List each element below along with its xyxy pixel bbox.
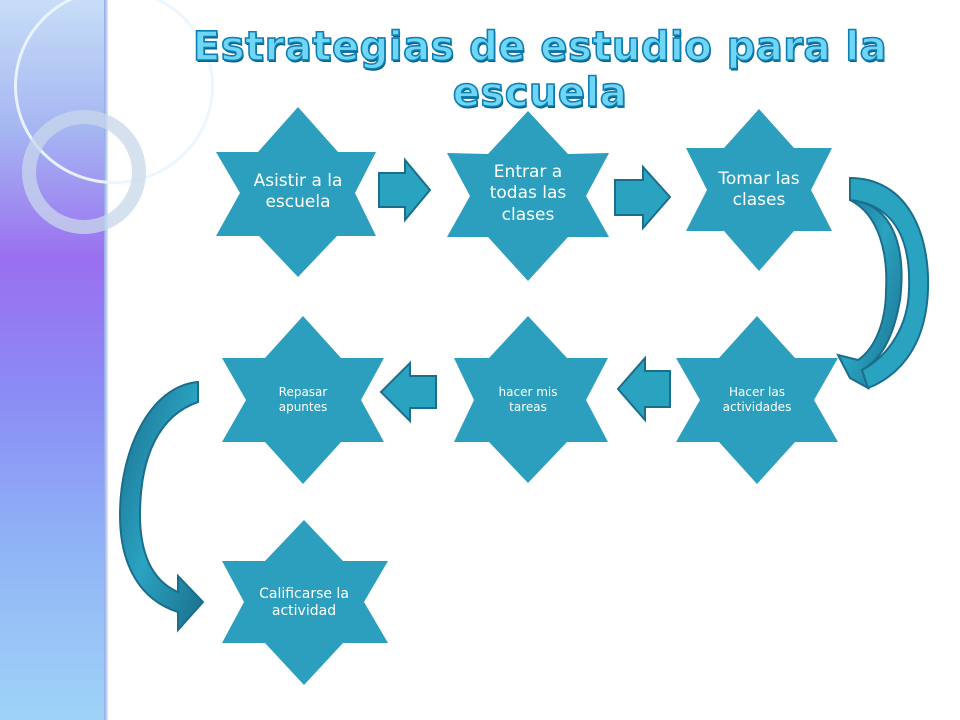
step-label-3: Tomar las clases	[718, 168, 800, 210]
arrow-left-2	[379, 360, 437, 424]
step-label-7: Calificarse la actividad	[259, 585, 349, 620]
star-shape-2	[447, 111, 609, 281]
star-shape-4	[676, 316, 838, 484]
star-shape-3	[686, 109, 832, 271]
arrow-right-2	[614, 164, 672, 231]
step-label-6: Repasar apuntes	[278, 385, 328, 414]
arrow-right-1	[378, 157, 432, 223]
step-label-4: Hacer las actividades	[722, 385, 792, 414]
star-shape-6	[222, 316, 384, 484]
star-shape-5	[454, 316, 608, 483]
step-label-2: Entrar a todas las clases	[489, 162, 567, 225]
curved-arrow-left	[118, 380, 205, 633]
step-label-1: Asistir a la escuela	[253, 170, 343, 212]
side-decoration-edge	[104, 0, 108, 720]
arrow-left-1	[616, 355, 671, 423]
step-label-5: hacer mis tareas	[498, 385, 558, 414]
curved-arrow-right	[836, 176, 930, 391]
star-shape-1	[216, 107, 376, 277]
slide-title: Estrategias de estudio para la escuela	[192, 23, 888, 117]
star-shape-7	[222, 520, 388, 685]
